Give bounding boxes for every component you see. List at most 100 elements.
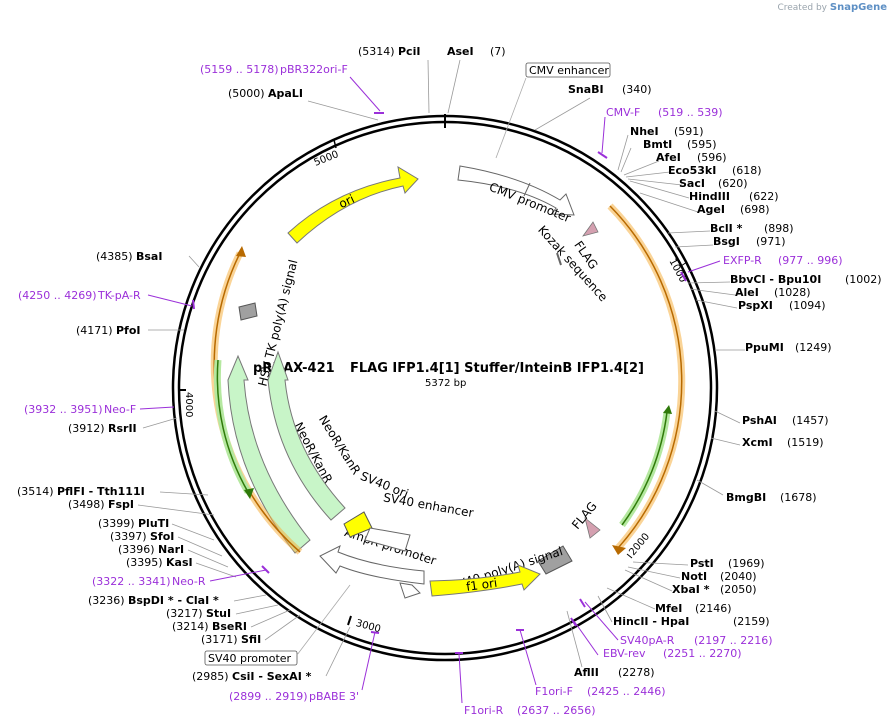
site-nhei-pos: (591) xyxy=(674,125,704,138)
site-mfei: MfeI xyxy=(655,602,682,615)
site-pfoi-pos: (4171) xyxy=(76,324,113,337)
site-mfei-pos: (2146) xyxy=(695,602,732,615)
site-aflii: AflII xyxy=(574,666,599,679)
primer-pbr322-range: (5159 .. 5178) xyxy=(200,63,279,76)
site-pfoi: PfoI xyxy=(116,324,141,337)
cmv-enhancer-box xyxy=(525,62,611,78)
site-rsrii: RsrII xyxy=(108,422,137,435)
site-bcli: BclI * xyxy=(710,222,743,235)
site-hindiii-pos: (622) xyxy=(749,190,779,203)
primer-sv40par: SV40pA-R xyxy=(620,634,675,647)
site-bbvci-pos: (1002) xyxy=(845,273,882,286)
site-xcmi: XcmI xyxy=(742,436,773,449)
plasmid-length: 5372 bp xyxy=(425,378,466,389)
site-xbai-pos: (2050) xyxy=(720,583,757,596)
primer-labels: (5159 .. 5178) pBR322ori-F CMV-F (519 ..… xyxy=(18,63,843,717)
site-saci-pos: (620) xyxy=(718,177,748,190)
site-xbai: XbaI * xyxy=(672,583,710,596)
f1-ori-arrow[interactable] xyxy=(429,564,541,597)
site-csii: CsiI - SexAI * xyxy=(232,670,312,683)
site-nhei: NheI xyxy=(630,125,659,138)
neor-arrow-2[interactable] xyxy=(267,350,346,521)
sv40-enhancer-label: SV40 enhancer xyxy=(382,490,474,520)
tick-5000: 5000 xyxy=(313,149,341,169)
site-hindiii: HindIII xyxy=(689,190,730,203)
orf-right[interactable] xyxy=(607,203,686,551)
insert-description: FLAG IFP1.4[1] Stuffer/InteinB IFP1.4[2] xyxy=(350,361,644,376)
flag2-shape[interactable] xyxy=(584,516,601,539)
site-pshai-pos: (1457) xyxy=(792,414,829,427)
site-saci: SacI xyxy=(679,177,705,190)
site-bspdi-pos: (3236) xyxy=(88,594,125,607)
primer-pbr322: pBR322ori-F xyxy=(280,63,348,76)
primer-f1orir-range: (2637 .. 2656) xyxy=(517,704,596,717)
site-sfii-pos: (3171) xyxy=(201,633,238,646)
site-pspxi: PspXI xyxy=(738,299,773,312)
site-xcmi-pos: (1519) xyxy=(787,436,824,449)
site-eco53ki-pos: (618) xyxy=(732,164,762,177)
site-pflfi-pos: (3514) xyxy=(17,485,54,498)
primer-sv40par-range: (2197 .. 2216) xyxy=(694,634,773,647)
site-afei: AfeI xyxy=(656,151,681,164)
primer-tkpar-range: (4250 .. 4269) xyxy=(18,289,97,302)
site-fspi-pos: (3498) xyxy=(68,498,105,511)
site-snabi-pos: (340) xyxy=(622,83,652,96)
site-csii-pos: (2985) xyxy=(192,670,229,683)
primer-f1orif-range: (2425 .. 2446) xyxy=(587,685,666,698)
site-pflfi: PflFI - Tth111I xyxy=(57,485,145,498)
primer-neof-range: (3932 .. 3951) xyxy=(24,403,103,416)
sv40-promoter-box xyxy=(204,650,298,666)
primer-pbabe: pBABE 3' xyxy=(309,690,359,703)
site-sfoi-pos: (3397) xyxy=(110,530,147,543)
primer-cmvf: CMV-F xyxy=(606,106,640,119)
ampr-promoter-arrow[interactable] xyxy=(319,545,425,585)
site-alei-pos: (1028) xyxy=(774,286,811,299)
site-stui: StuI xyxy=(206,607,231,620)
sv40-polya-shape[interactable] xyxy=(537,545,573,575)
site-nari-pos: (3396) xyxy=(118,543,155,556)
site-nari: NarI xyxy=(158,543,184,556)
site-agei-pos: (698) xyxy=(740,203,770,216)
site-psti: PstI xyxy=(690,557,714,570)
site-bmti-pos: (595) xyxy=(687,138,717,151)
site-bspdi: BspDI * - ClaI * xyxy=(128,594,219,607)
primer-exfpr-range: (977 .. 996) xyxy=(778,254,843,267)
site-labels: (5314) PciI AseI (7) (5000) ApaLI SnaBI … xyxy=(17,45,882,683)
site-bseri-pos: (3214) xyxy=(172,620,209,633)
primer-ebvrev-range: (2251 .. 2270) xyxy=(663,647,742,660)
neor-arrow-1[interactable] xyxy=(227,354,311,554)
site-apali-pos: (5000) xyxy=(228,87,265,100)
primer-exfpr: EXFP-R xyxy=(723,254,762,267)
site-bseri: BseRI xyxy=(212,620,247,633)
site-noti-pos: (2040) xyxy=(720,570,757,583)
site-pcii-pos: (5314) xyxy=(358,45,395,58)
site-bsai-pos: (4385) xyxy=(96,250,133,263)
brand-watermark: Created by SnapGene xyxy=(777,2,887,13)
primer-neor-range: (3322 .. 3341) xyxy=(92,575,171,588)
cmv-enhancer-label: CMV enhancer xyxy=(529,64,609,77)
cmv-promoter-arrow[interactable] xyxy=(457,165,575,216)
site-bcli-pos: (898) xyxy=(764,222,794,235)
site-snabi: SnaBI xyxy=(568,83,604,96)
site-bbvci: BbvCI - Bpu10I xyxy=(730,273,821,286)
site-noti: NotI xyxy=(681,570,707,583)
flag1-shape[interactable] xyxy=(582,221,599,237)
ori-arrow[interactable] xyxy=(287,166,419,244)
primer-neof: Neo-F xyxy=(104,403,136,416)
site-rsrii-pos: (3912) xyxy=(68,422,105,435)
hsv-tk-polya-shape[interactable] xyxy=(238,302,258,321)
site-pspxi-pos: (1094) xyxy=(789,299,826,312)
site-bsgi: BsgI xyxy=(713,235,740,248)
site-pcii: PciI xyxy=(398,45,420,58)
site-hincii-pos: (2159) xyxy=(733,615,770,628)
site-asei: AseI xyxy=(447,45,474,58)
site-agei: AgeI xyxy=(697,203,725,216)
site-sfii: SfiI xyxy=(241,633,261,646)
site-bmti: BmtI xyxy=(643,138,672,151)
ori-label: ori xyxy=(337,192,357,211)
kozak-mark xyxy=(556,252,562,266)
primer-marks xyxy=(139,76,721,704)
primer-ebvrev: EBV-rev xyxy=(603,647,646,660)
f1-ori-label: f1 ori xyxy=(465,576,498,594)
site-ppumi-pos: (1249) xyxy=(795,341,832,354)
